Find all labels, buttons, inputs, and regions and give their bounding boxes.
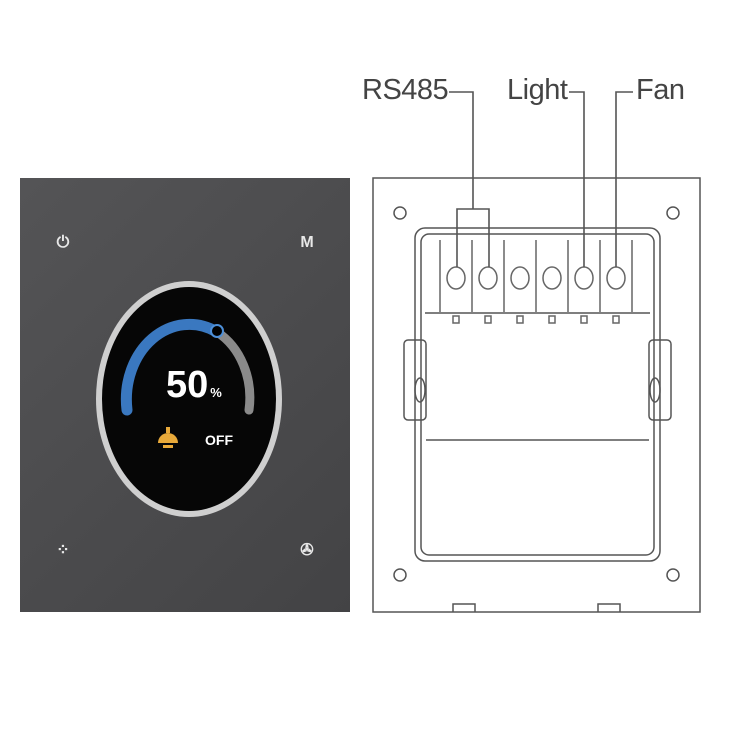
level-readout: 50% (166, 364, 222, 407)
fan-label: Fan (636, 74, 685, 106)
level-arc-filled (120, 318, 223, 416)
back-housing (372, 177, 701, 613)
leader-lines (449, 91, 633, 267)
terminal-block (439, 240, 633, 324)
power-icon[interactable]: ⏻ (56, 234, 70, 251)
scene-grid-icon[interactable]: ⁘ (56, 542, 70, 559)
level-arc-track (212, 327, 255, 415)
level-unit: % (210, 385, 222, 400)
light-label: Light (507, 74, 568, 106)
fan-icon[interactable]: ✇ (300, 542, 314, 559)
bulb-icon (158, 427, 178, 448)
rs485-label: RS485 (362, 74, 449, 106)
mode-icon[interactable]: M (300, 234, 314, 251)
level-knob (210, 324, 224, 338)
level-value: 50 (166, 364, 209, 406)
light-state: OFF (205, 432, 233, 448)
